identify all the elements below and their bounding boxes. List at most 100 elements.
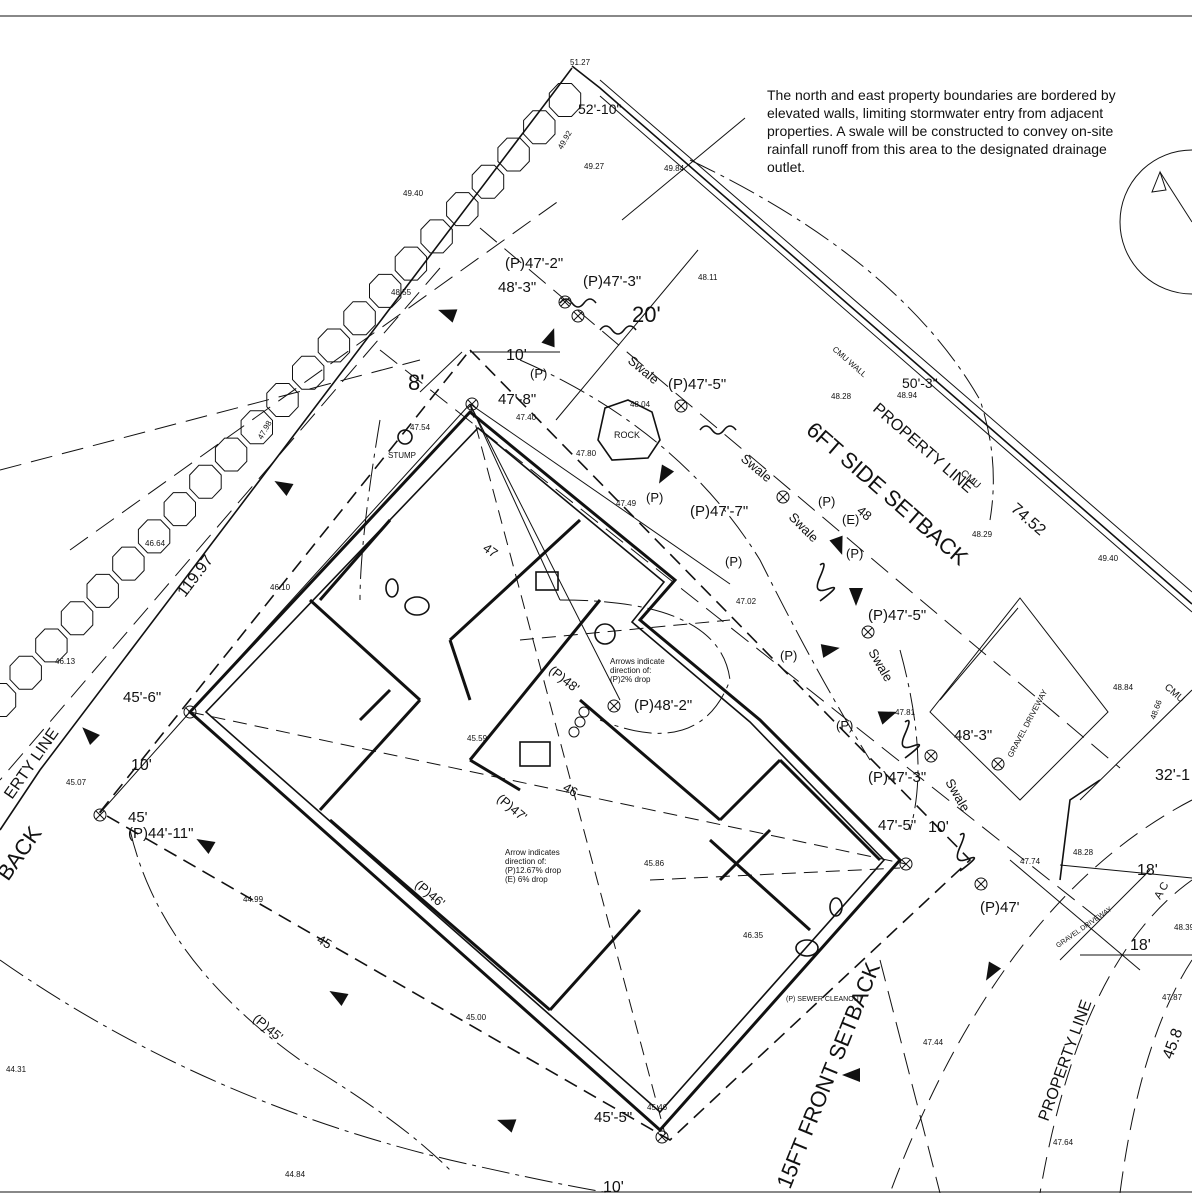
elevation-marker-icon <box>465 397 479 411</box>
shrub-icon <box>240 410 273 445</box>
elev-label: 45'-5" <box>594 1109 632 1126</box>
shrub-icon <box>137 519 171 554</box>
drainage-arrow-icon <box>82 727 100 745</box>
cmu-wall-label: CMU WALL <box>831 345 869 380</box>
elevation-marker-icon <box>776 490 790 504</box>
elev-label: (P)47'-2" <box>505 255 563 272</box>
spot-elevation: 47.98 <box>256 419 274 441</box>
elevation-marker-icon <box>607 699 621 713</box>
spot-elevation: 47.74 <box>1020 857 1041 866</box>
elevation-marker-icon <box>571 309 585 323</box>
rock-label: ROCK <box>614 430 640 440</box>
p-mark: (P) <box>530 366 547 381</box>
spot-elevation: 49.27 <box>584 162 605 171</box>
elevation-labels: 52'-10" (P)47'-2" (P)47'-3" 48'-3" 47'-8… <box>123 101 1020 1126</box>
spot-elevation: 45.00 <box>466 1013 487 1022</box>
swale-path <box>559 298 976 872</box>
drainage-arrow-icon <box>329 991 349 1007</box>
dim-119: 119.97 <box>175 552 217 600</box>
dim-10d: 10' <box>603 1179 624 1193</box>
spot-elevation: 45.07 <box>66 778 87 787</box>
gravel-driveway-label: GRAVEL DRIVEWAY <box>1006 687 1050 759</box>
swale-label: Swale <box>942 776 973 814</box>
spot-elevation: 48.55 <box>391 288 412 297</box>
spot-elevation: 49.40 <box>1098 554 1119 563</box>
shrub-icon <box>60 601 94 636</box>
shrub-icon <box>266 383 299 417</box>
dim-20: 20' <box>632 302 661 327</box>
shrub-icon <box>548 83 582 117</box>
spot-elevation: 47.80 <box>576 449 597 458</box>
spot-elevation: 47.49 <box>616 499 637 508</box>
shrub-icon <box>214 437 248 472</box>
elev-label: 48'-3" <box>954 727 992 744</box>
elev-label: (P)47'-3" <box>868 769 926 786</box>
drawing-labels: 6FT SIDE SETBACK 15FT FRONT SETBACK PROP… <box>0 345 1186 1192</box>
spot-elevation: 46.35 <box>743 931 764 940</box>
p-mark: (P) <box>780 648 797 663</box>
elevation-marker-icon <box>674 399 688 413</box>
shrub-icon <box>35 628 68 663</box>
elev-label: (P)47'-7" <box>690 503 748 520</box>
p-mark: (P) <box>836 718 853 733</box>
dim-32: 32'-1 <box>1155 767 1190 784</box>
drainage-note: The north and east property boundaries a… <box>767 87 1116 175</box>
drainage-arrow-icon <box>820 644 840 658</box>
p-mark: (P) <box>646 490 663 505</box>
drainage-arrow-icon <box>849 588 863 606</box>
elevation-markers <box>93 295 1005 1144</box>
p-marks: (P) (P) (P) (P) (P) (P) (P) (E) <box>530 366 863 733</box>
elev-label: 45'-6" <box>123 689 161 706</box>
pad-outline <box>98 349 972 1141</box>
elev-label: 48'-3" <box>498 279 536 296</box>
spot-elevation: 48.04 <box>630 400 651 409</box>
shrub-icon <box>369 273 402 308</box>
swale-labels: Swale Swale Swale Swale Swale <box>625 353 973 814</box>
contour-label: (P)47' <box>494 791 530 825</box>
building-footprint <box>187 409 903 1133</box>
dimension-labels: 20' 8' 10' 10' 10' 10' 18' 18' 119.97 74… <box>131 302 1190 1193</box>
drainage-arrows <box>82 309 1002 1133</box>
elevation-marker-icon <box>558 295 572 309</box>
front-setback-label: 15FT FRONT SETBACK <box>771 959 885 1192</box>
contour-label: 45 <box>315 932 335 952</box>
north-arrow-icon <box>1119 149 1192 295</box>
property-line-w-label: ERTY LINE <box>1 725 62 802</box>
spot-elevation: 46.13 <box>55 657 76 666</box>
drainage-arrow-icon <box>438 309 458 323</box>
p-mark: (P) <box>846 546 863 561</box>
dim-18b: 18' <box>1130 937 1151 954</box>
stump-marker <box>397 429 413 445</box>
shrub-icon <box>9 655 42 690</box>
spot-elevation: 44.31 <box>6 1065 27 1074</box>
spot-elevation: 47.64 <box>1053 1138 1074 1147</box>
shrub-icon <box>446 192 479 227</box>
spot-elevation: 45.86 <box>644 859 665 868</box>
dimension-lines <box>99 117 1192 956</box>
spot-elevation: 48.29 <box>972 530 993 539</box>
p-mark: (P) <box>818 494 835 509</box>
dim-10c: 10' <box>928 819 949 836</box>
spot-elevation: 48.39 <box>1174 923 1192 932</box>
shrub-icon <box>471 164 505 199</box>
elev-label: (P)48'-2" <box>634 697 692 714</box>
dim-10a: 10' <box>506 347 527 364</box>
drainage-arrow-icon <box>497 1119 517 1133</box>
contour-label: (P)45' <box>250 1011 286 1045</box>
e-mark: (E) <box>842 512 859 527</box>
rock-shape <box>597 399 661 461</box>
hedge-row <box>0 83 582 717</box>
spot-elevation: 49.40 <box>403 189 424 198</box>
spot-elevation: 49.84 <box>664 164 685 173</box>
setback-lines <box>0 199 1192 1193</box>
spot-elevation: 48.28 <box>1073 848 1094 857</box>
spot-elevation: 44.84 <box>285 1170 306 1179</box>
cmu-label-2: CMU <box>1162 682 1186 705</box>
elev-label: 50'-3" <box>902 375 938 391</box>
elevation-marker-icon <box>655 1130 669 1144</box>
swale-label: Swale <box>738 451 775 485</box>
spot-elevation: 45.46 <box>647 1103 668 1112</box>
elevation-marker-icon <box>861 625 875 639</box>
sewer-cleanout-label: (P) SEWER CLEANOUT <box>786 996 864 1003</box>
property-lines <box>0 65 1192 831</box>
